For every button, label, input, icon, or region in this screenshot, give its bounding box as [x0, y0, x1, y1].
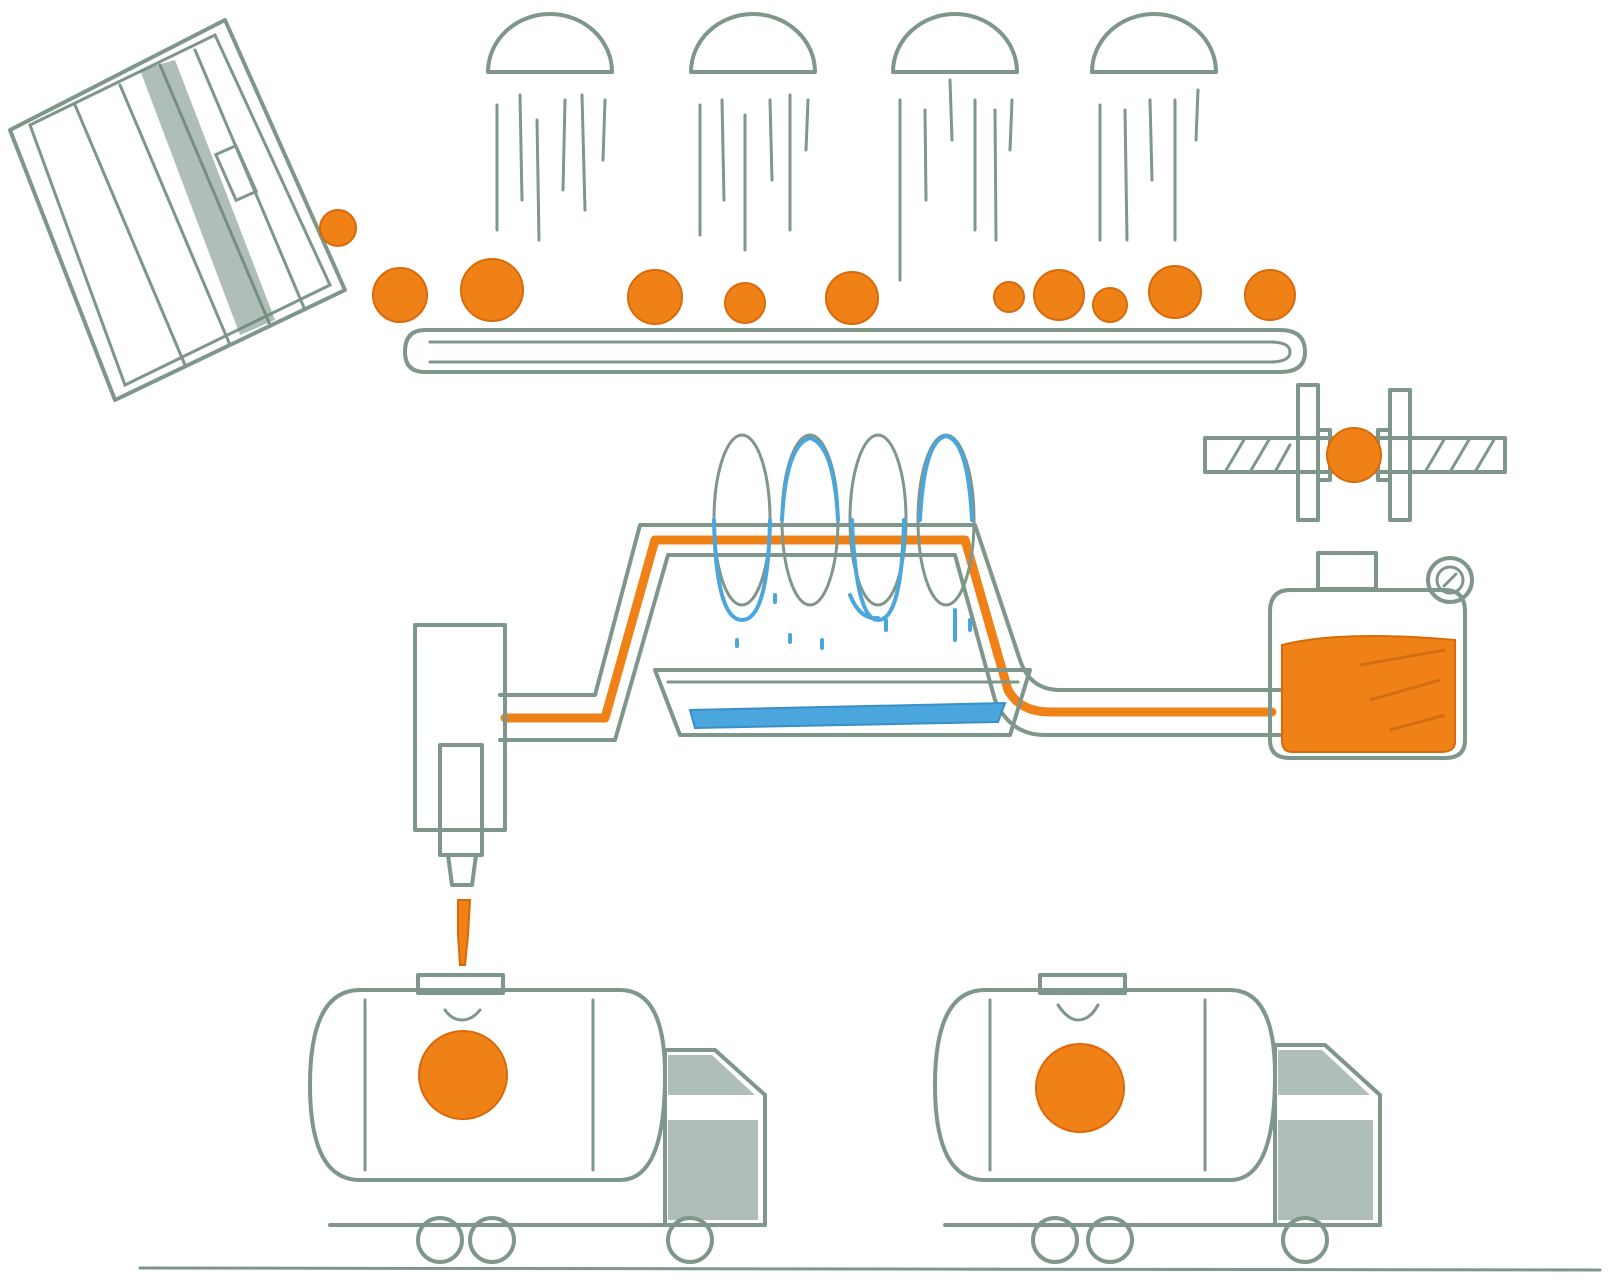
orange-fruit-icon: [724, 282, 766, 324]
orange-fruit-icon: [319, 209, 357, 247]
orange-fruit-icon: [1033, 269, 1085, 321]
orange-fruit-icon: [627, 269, 683, 325]
sprinkler-head-icon: [1090, 12, 1218, 242]
sprinkler-head-icon: [486, 12, 614, 242]
tanker-truck-icon: [308, 973, 767, 1264]
coil-evaporator-icon: [498, 433, 1282, 742]
filling-nozzle-icon: [413, 623, 507, 966]
juice-press-icon: [1203, 383, 1507, 522]
orange-fruit-icon: [1326, 427, 1382, 483]
orange-fruit-icon: [1244, 269, 1296, 321]
tilted-crate-icon: [8, 18, 347, 402]
sprinkler-head-icon: [689, 12, 817, 252]
orange-fruit-icon: [825, 271, 879, 325]
orange-fruit-icon: [460, 258, 524, 322]
sprinkler-head-icon: [891, 12, 1019, 282]
oranges-on-conveyor: [319, 209, 1296, 325]
orange-fruit-icon: [1035, 1043, 1125, 1133]
ground-line: [138, 1266, 1602, 1272]
orange-fruit-icon: [1148, 265, 1202, 319]
tanker-truck-icon: [933, 973, 1382, 1264]
orange-fruit-icon: [372, 267, 428, 323]
orange-fruit-icon: [1092, 287, 1128, 323]
orange-fruit-icon: [418, 1030, 508, 1120]
washing-station: [486, 12, 1218, 282]
juice-tank-icon: [1268, 551, 1474, 760]
orange-fruit-icon: [993, 281, 1025, 313]
conveyor-belt: [403, 328, 1307, 374]
